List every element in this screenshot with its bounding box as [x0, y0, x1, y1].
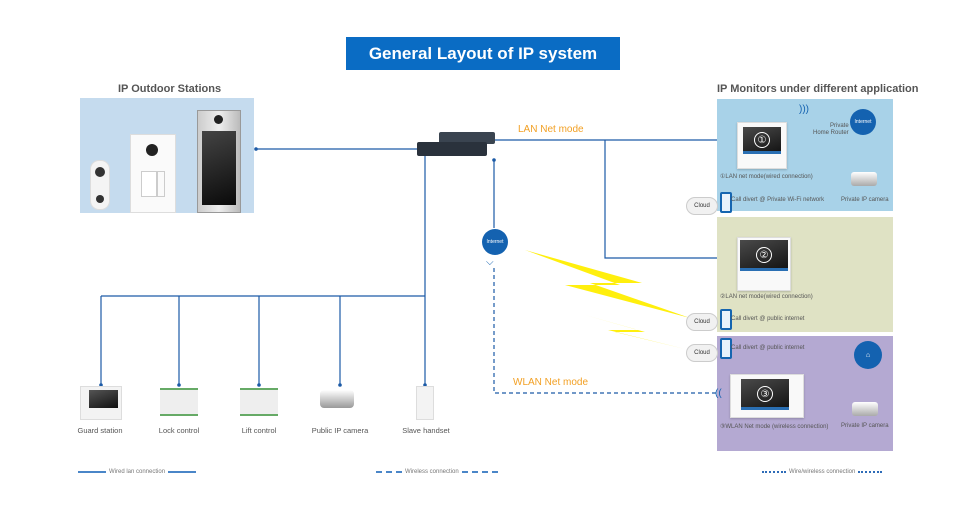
cloud-icon-2: Cloud [686, 313, 718, 331]
lightning-bolt-2 [585, 315, 685, 349]
outdoor-stations-panel [80, 98, 254, 213]
home-router-icon: Internet [850, 109, 876, 135]
panel2-caption: ②LAN net mode(wired connection) [720, 294, 813, 300]
internet-badge: Internet [486, 239, 504, 245]
panel-wlan-public-internet: Call divert @ public internet (( ③ ⌂ ③WL… [715, 336, 893, 451]
phone-icon [720, 309, 732, 330]
monitor-3: ③ [730, 374, 804, 418]
legend-wire-wireless-label: Wire/wireless connection [789, 469, 856, 475]
wlan-mode-label: WLAN Net mode [513, 377, 589, 388]
cloud-icon-3: Cloud [686, 344, 718, 362]
wifi-signal-icon: ⌵ [486, 257, 494, 268]
monitor-number-1: ① [754, 132, 770, 148]
panel1-caption: ①LAN net mode(wired connection) [720, 174, 813, 180]
wifi-icon: (( [715, 388, 722, 399]
phone-icon [720, 338, 732, 359]
panel-lan-public-internet: ② ②LAN net mode(wired connection) Call d… [717, 217, 893, 332]
modular-outdoor-station [130, 134, 176, 213]
lock-control-icon [160, 388, 198, 416]
line-switch-panel2 [604, 140, 740, 260]
legend-wireless-label: Wireless connection [405, 469, 459, 475]
apartment-outdoor-station [197, 110, 241, 213]
lightning-bolt-1 [525, 250, 690, 318]
page-title: General Layout of IP system [346, 37, 620, 70]
legend-wired: Wired lan connection [78, 469, 197, 475]
wifi-icon: ))) [799, 104, 809, 115]
home-router-icon: ⌂ [854, 341, 882, 369]
outdoor-stations-label: IP Outdoor Stations [118, 83, 222, 95]
ip-camera-icon [851, 172, 877, 186]
ip-camera-icon [852, 402, 878, 416]
ip-monitors-label: IP Monitors under different application [717, 83, 919, 95]
camera-label: Private IP camera [841, 423, 889, 429]
lift-control-label: Lift control [241, 426, 277, 435]
public-ip-camera-icon [320, 390, 354, 408]
monitor-2: ② [737, 237, 791, 291]
villa-outdoor-station [90, 160, 110, 210]
cloud-icon-1: Cloud [686, 197, 718, 215]
slave-handset-label: Slave handset [402, 426, 450, 435]
guard-station-label: Guard station [77, 426, 123, 435]
wireless-dashed-line [493, 268, 718, 394]
center-router-icon: Internet [482, 229, 508, 255]
panel3-caption: ③WLAN Net mode (wireless connection) [720, 424, 829, 430]
panel-lan-private-wifi: ① ))) Private Home Router Internet ①LAN … [717, 99, 893, 213]
legend-wired-label: Wired lan connection [109, 469, 166, 475]
legend-wireless: Wireless connection [376, 469, 498, 475]
slave-handset-icon [416, 386, 434, 420]
call-divert-label: Call divert @ public internet [731, 316, 805, 322]
lift-control-icon [240, 388, 278, 416]
camera-label: Private IP camera [841, 197, 889, 203]
legend-wire-wireless: Wire/wireless connection [762, 469, 883, 475]
internet-badge: Internet [854, 119, 872, 125]
monitor-number-2: ② [756, 247, 772, 263]
monitor-number-3: ③ [757, 386, 773, 402]
guard-station-icon [80, 386, 122, 420]
public-ip-camera-label: Public IP camera [311, 426, 369, 435]
lan-mode-label: LAN Net mode [518, 124, 584, 135]
lock-control-label: Lock control [158, 426, 200, 435]
monitor-1: ① [737, 122, 787, 169]
network-switch [417, 132, 495, 158]
call-divert-label: Call divert @ public internet [731, 345, 805, 351]
call-divert-label: Call divert @ Private Wi-Fi network [731, 197, 825, 203]
router-label: Private Home Router [813, 123, 849, 136]
phone-icon [720, 192, 732, 213]
